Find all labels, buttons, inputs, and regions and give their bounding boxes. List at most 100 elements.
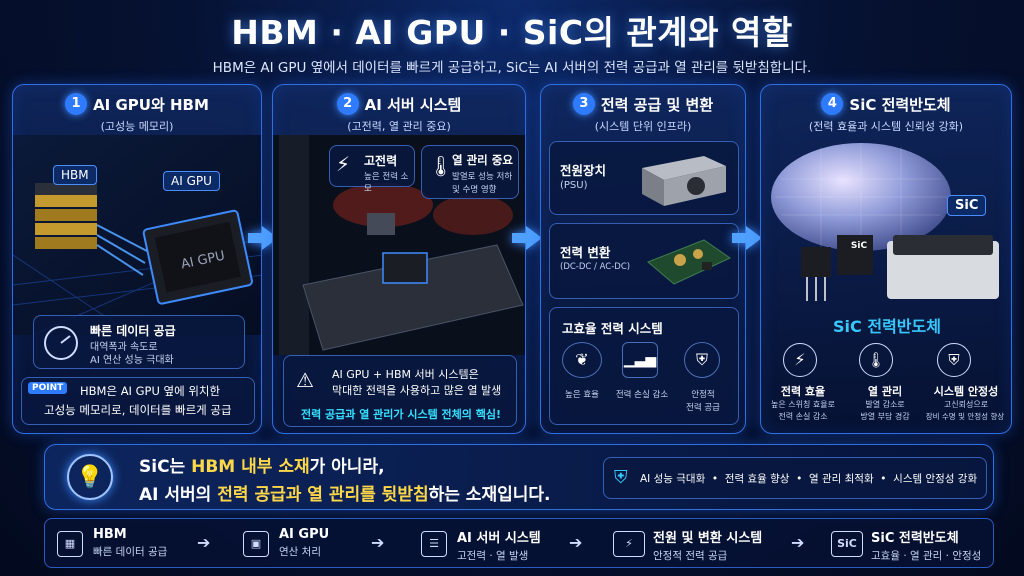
item-stable-2: 전력 공급 [686, 403, 720, 413]
arrow-right-icon [512, 226, 542, 250]
thermometer-icon: 🌡 [859, 343, 893, 377]
speedometer-icon [44, 326, 78, 360]
feature-fast-data: 빠른 데이터 공급 대역폭과 속도로 AI 연산 성능 극대화 [33, 315, 245, 369]
panel-title: AI 서버 시스템 [364, 95, 462, 114]
summary-line1: SiC는 HBM 내부 소재가 아니라, [139, 452, 385, 477]
note-highlight: 전력 공급과 열 관리가 시스템 전체의 핵심! [300, 408, 502, 421]
server-icon: ☰ [421, 531, 447, 557]
benefits-text: AI 성능 극대화 • 전력 효율 향상 • 열 관리 최적화 • 시스템 안정… [640, 473, 978, 485]
flow-sub: 고효율 · 열 관리 · 안정성 [871, 550, 982, 562]
shield-check-icon: ⛨ [937, 343, 971, 377]
flow-item-gpu: AI GPU 연산 처리 [279, 527, 329, 559]
circuit-board-icon [647, 239, 732, 285]
step-number: 3 [572, 93, 595, 115]
f2-title: 열 관리 [867, 385, 903, 398]
conv-sub: (DC-DC / AC-DC) [560, 262, 631, 272]
feature-line2: AI 연산 성능 극대화 [90, 355, 174, 366]
sic-tag: SiC [947, 195, 987, 216]
panel-subtitle: (전력 효율과 시스템 신뢰성 강화) [808, 120, 964, 133]
flow-sub: 빠른 데이터 공급 [93, 546, 168, 558]
heat-glow [333, 183, 513, 235]
power-supply-icon: ⚡ [613, 531, 645, 557]
note-line1: AI GPU + HBM 서버 시스템은 [332, 368, 479, 381]
f3-title: 시스템 안정성 [933, 385, 999, 398]
server-note-box: ⚠ AI GPU + HBM 서버 시스템은 막대한 전력을 사용하고 많은 열… [283, 355, 517, 427]
chip-icon: ▦ [57, 531, 83, 557]
flow-item-sic: SiC 전력반도체 고효율 · 열 관리 · 안정성 [871, 527, 981, 563]
panel-subtitle: (고전력, 열 관리 중요) [347, 120, 451, 133]
sic-wafer-illustration [771, 143, 999, 301]
panel-subtitle: (고성능 메모리) [100, 120, 174, 133]
feature-title: 빠른 데이터 공급 [90, 324, 176, 338]
step-number: 1 [65, 93, 88, 115]
shield-check-icon: ⛨ [614, 467, 628, 488]
heat-mgmt-box: 🌡 열 관리 중요 발열로 성능 저하 및 수명 영향 [421, 145, 519, 199]
gpu-tag: AI GPU [163, 171, 220, 191]
psu-title: 전원장치 [560, 163, 607, 178]
item-loss-reduction: 전력 손실 감소 [615, 390, 669, 400]
benefits-box: ⛨ AI 성능 극대화 • 전력 효율 향상 • 열 관리 최적화 • 시스템 … [603, 457, 987, 499]
arrow-right-icon: ➔ [569, 533, 583, 552]
arrow-right-icon: ➔ [791, 533, 805, 552]
cpu-icon: ▣ [243, 531, 269, 557]
efficient-system-box: 고효율 전력 시스템 ❦ ▁▃▅ ⛨ 높은 효율 전력 손실 감소 안정적 전력… [549, 307, 739, 425]
sic-icon: SiC [831, 531, 863, 557]
gpu-hbm-illustration [13, 135, 261, 335]
panel-title: SiC 전력반도체 [849, 95, 951, 114]
eff-title: 고효율 전력 시스템 [562, 321, 663, 336]
flow-item-server: AI 서버 시스템 고전력 · 열 발생 [457, 527, 541, 563]
panel-power-supply: 3 전력 공급 및 변환 (시스템 단위 인프라) 전원장치 (PSU) 전력 변… [540, 84, 746, 434]
sic-big-label: SiC 전력반도체 [833, 317, 941, 336]
f2-line2: 방열 부담 경감 [860, 412, 910, 421]
f1-title: 전력 효율 [780, 385, 826, 398]
summary-text: SiC는 [139, 457, 192, 477]
flow-row: ▦ HBM 빠른 데이터 공급 ➔ ▣ AI GPU 연산 처리 ➔ ☰ AI … [44, 518, 994, 568]
flow-sub: 안정적 전력 공급 [653, 550, 728, 562]
summary-text: AI 서버의 [139, 485, 218, 505]
point-line2: 고성능 메모리로, 데이터를 빠르게 공급 [44, 403, 232, 417]
box-sub2: 및 수명 영향 [452, 185, 497, 195]
flow-sub: 연산 처리 [279, 546, 321, 558]
flow-sub: 고전력 · 열 발생 [457, 550, 529, 562]
summary-highlight: HBM 내부 소재 [191, 457, 310, 477]
f2-line1: 발열 감소로 [865, 400, 905, 409]
summary-highlight: 전력 공급과 열 관리를 뒷받침 [217, 485, 429, 505]
flow-title: 전원 및 변환 시스템 [653, 531, 763, 546]
flow-title: SiC 전력반도체 [871, 531, 959, 546]
flow-title: AI GPU [279, 527, 330, 542]
panel-title: AI GPU와 HBM [93, 95, 209, 114]
sic-chip-label: SiC [850, 241, 868, 251]
arrow-right-icon [732, 226, 762, 250]
flow-title: AI 서버 시스템 [457, 531, 541, 546]
wafer-icon [771, 143, 951, 251]
lightbulb-icon: 💡 [67, 454, 113, 500]
conv-title: 전력 변환 [560, 245, 611, 260]
box-sub1: 발열로 성능 저하 [452, 172, 513, 182]
transistor-icon [801, 247, 831, 301]
item-stable-1: 안정적 [691, 390, 715, 400]
point-badge: POINT [28, 382, 68, 394]
item-high-eff: 높은 효율 [565, 390, 599, 400]
feature-line1: 대역폭과 속도로 [90, 342, 158, 353]
leaf-icon: ❦ [562, 342, 602, 378]
summary-text: 가 아니라, [309, 457, 385, 477]
psu-sub: (PSU) [560, 180, 588, 191]
psu-icon [642, 156, 726, 206]
summary-bar: 💡 SiC는 HBM 내부 소재가 아니라, AI 서버의 전력 공급과 열 관… [44, 444, 994, 510]
f1-line1: 높은 스위칭 효율로 [771, 400, 835, 409]
lightning-icon: ⚡ [336, 152, 351, 176]
summary-line2: AI 서버의 전력 공급과 열 관리를 뒷받침하는 소재입니다. [139, 480, 550, 505]
point-box: POINT HBM은 AI GPU 옆에 위치한 고성능 메모리로, 데이터를 … [21, 377, 255, 425]
arrow-right-icon: ➔ [371, 533, 385, 552]
f3-line1: 고신뢰성으로 [943, 400, 989, 409]
panel-subtitle: (시스템 단위 인프라) [594, 120, 692, 133]
panel-title: 전력 공급 및 변환 [600, 95, 714, 114]
box-sub: 높은 전력 소모 [364, 172, 409, 194]
arrow-right-icon: ➔ [197, 533, 211, 552]
hbm-tag: HBM [53, 165, 97, 185]
shield-check-icon: ⛨ [684, 342, 720, 378]
box-title: 고전력 [364, 154, 398, 168]
note-line2: 막대한 전력을 사용하고 많은 열 발생 [332, 384, 502, 397]
